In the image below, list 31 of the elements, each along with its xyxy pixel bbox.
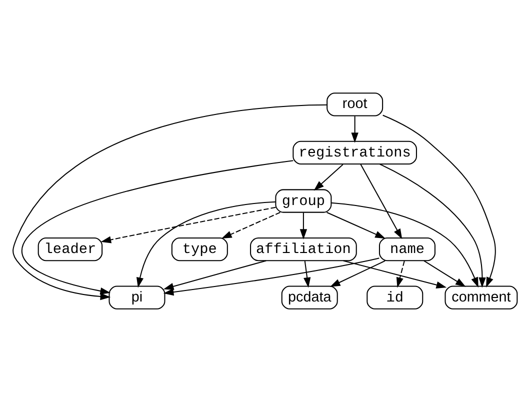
arrow: [382, 114, 496, 288]
arrow: [314, 164, 344, 191]
node-box: leader: [38, 237, 103, 262]
arrow: [163, 260, 266, 290]
arrow: [343, 260, 447, 288]
arrow: [300, 212, 308, 240]
node-box: affiliation: [250, 237, 357, 262]
arrow: [136, 201, 276, 288]
arrow: [330, 260, 386, 287]
node-box: comment: [444, 286, 518, 310]
node-box: type: [171, 237, 228, 262]
arrow: [424, 260, 466, 287]
node-box: root: [326, 92, 384, 116]
arrow: [163, 258, 380, 296]
node-box: id: [366, 286, 424, 310]
arrow: [380, 164, 486, 288]
arrow: [360, 164, 402, 240]
arrow: [331, 202, 478, 288]
node-box: pcdata: [281, 286, 338, 310]
arrow: [326, 212, 386, 239]
arrow: [22, 160, 294, 295]
arrow: [351, 116, 358, 143]
arrow: [396, 260, 405, 288]
arrow: [304, 260, 311, 288]
node-box: pi: [108, 286, 166, 310]
arrow: [100, 206, 276, 244]
node-box: name: [378, 237, 436, 262]
arrow: [221, 212, 280, 239]
node-box: registrations: [292, 140, 417, 165]
node-box: group: [275, 189, 332, 213]
arrow: [12, 104, 328, 300]
